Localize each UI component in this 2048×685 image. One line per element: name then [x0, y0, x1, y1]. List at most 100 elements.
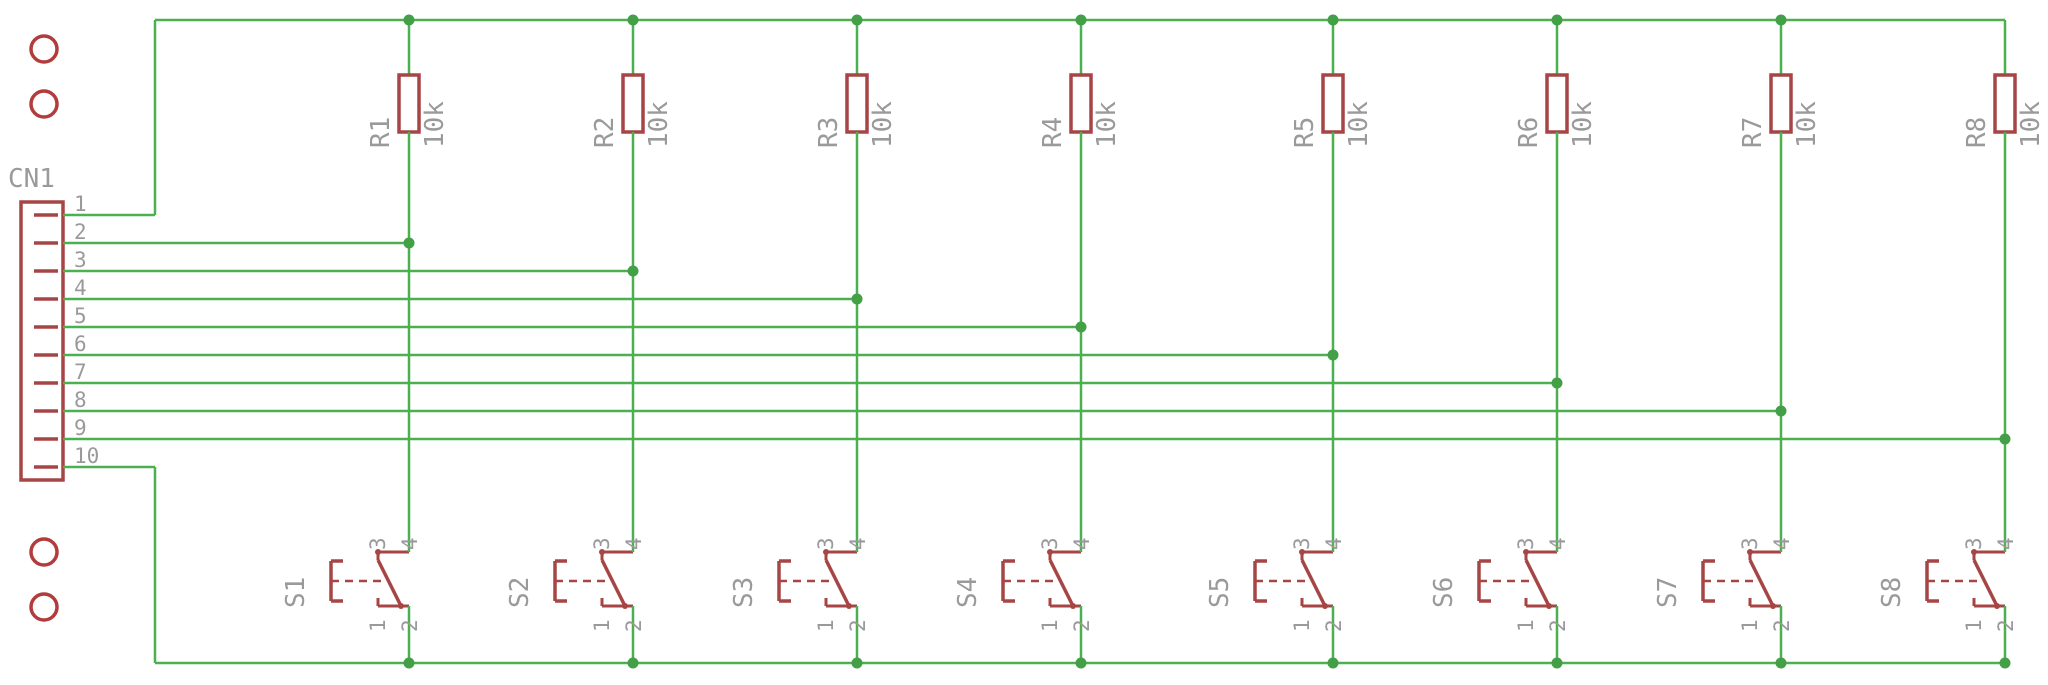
- mounting-hole-3: [29, 537, 59, 567]
- switch-pin-label: 4: [1770, 537, 1794, 550]
- switch-ref: S2: [505, 577, 535, 608]
- switch-lever: [600, 559, 627, 607]
- switch-pin-label: 4: [398, 537, 422, 550]
- junction-top: [1775, 14, 1787, 26]
- switch-ref: S8: [1877, 577, 1907, 608]
- switch-pin-label: 1: [1514, 619, 1538, 632]
- switch-pin-label: 4: [846, 537, 870, 550]
- switch-pin-label: 3: [1962, 537, 1986, 550]
- connector-pin-label: 2: [74, 220, 87, 244]
- switch-lever: [1300, 559, 1327, 607]
- resistor-body: [1769, 73, 1793, 134]
- connector-pin-label: 9: [74, 416, 87, 440]
- resistor-value: 10k: [644, 101, 674, 148]
- switch-pin-label: 4: [1070, 537, 1094, 550]
- switch-pin-label: 2: [398, 619, 422, 632]
- junction-top: [1551, 14, 1563, 26]
- connector-pin-label: 4: [74, 276, 87, 300]
- connector-body: [19, 200, 65, 482]
- junction-signal: [1327, 349, 1339, 361]
- switch-pin-label: 2: [1322, 619, 1346, 632]
- switch-ref: S5: [1205, 577, 1235, 608]
- switch-lever: [1972, 559, 1999, 607]
- resistor-body: [1545, 73, 1569, 134]
- resistor-ref: R1: [366, 117, 396, 148]
- junction-bottom: [1075, 657, 1087, 669]
- junction-signal: [1551, 377, 1563, 389]
- switch-pivot: [1047, 549, 1053, 555]
- switch-pin-label: 1: [1738, 619, 1762, 632]
- resistor-ref: R6: [1514, 117, 1544, 148]
- switch-pin-label: 4: [1994, 537, 2018, 550]
- resistor-value: 10k: [1092, 101, 1122, 148]
- switch-pin-label: 1: [1038, 619, 1062, 632]
- resistor-value: 10k: [2016, 101, 2046, 148]
- switch-pin-label: 4: [1322, 537, 1346, 550]
- mounting-hole-2: [29, 89, 59, 119]
- switch-pin-label: 1: [366, 619, 390, 632]
- switch-lever: [824, 559, 851, 607]
- resistor-r4: R4 10k: [1038, 20, 1122, 520]
- switch-pivot: [1994, 603, 2000, 609]
- junction-bottom: [403, 657, 415, 669]
- resistor-value: 10k: [1792, 101, 1822, 148]
- mounting-hole-1: [29, 34, 59, 64]
- connector-pin-label: 5: [74, 304, 87, 328]
- switch-pivot: [1299, 549, 1305, 555]
- resistor-body: [1993, 73, 2017, 134]
- switch-pin-label: 1: [1290, 619, 1314, 632]
- resistor-body: [397, 73, 421, 134]
- switch-pivot: [1747, 549, 1753, 555]
- switch-pivot: [1770, 603, 1776, 609]
- junction-bottom: [1999, 657, 2011, 669]
- switch-pivot: [375, 549, 381, 555]
- junction-signal: [1775, 405, 1787, 417]
- switch-pin-label: 1: [590, 619, 614, 632]
- resistor-value: 10k: [1344, 101, 1374, 148]
- junction-bottom: [627, 657, 639, 669]
- junction-signal: [851, 293, 863, 305]
- connector-pin-label: 8: [74, 388, 87, 412]
- junction-top: [627, 14, 639, 26]
- resistor-value: 10k: [1568, 101, 1598, 148]
- switch-pivot: [823, 549, 829, 555]
- connector-pin-label: 7: [74, 360, 87, 384]
- resistor-body: [621, 73, 645, 134]
- switch-lever: [376, 559, 403, 607]
- junction-bottom: [1775, 657, 1787, 669]
- switch-pin-label: 3: [1038, 537, 1062, 550]
- junction-top: [403, 14, 415, 26]
- switch-pivot: [622, 603, 628, 609]
- switch-pin-label: 3: [366, 537, 390, 550]
- switch-pivot: [846, 603, 852, 609]
- connector-pin-label: 10: [74, 444, 99, 468]
- switch-ref: S1: [281, 577, 311, 608]
- switch-pin-label: 3: [1514, 537, 1538, 550]
- switch-pin-label: 4: [622, 537, 646, 550]
- switch-ref: S3: [729, 577, 759, 608]
- junction-bottom: [1551, 657, 1563, 669]
- switch-pin-label: 2: [622, 619, 646, 632]
- switch-lever: [1748, 559, 1775, 607]
- connector-pin-label: 3: [74, 248, 87, 272]
- resistor-ref: R4: [1038, 117, 1068, 148]
- switch-pin-label: 3: [590, 537, 614, 550]
- resistor-body: [1069, 73, 1093, 134]
- switch-pin-label: 1: [814, 619, 838, 632]
- switch-pivot: [1070, 603, 1076, 609]
- resistor-value: 10k: [868, 101, 898, 148]
- connector-ref: CN1: [8, 164, 55, 194]
- switch-pin-label: 3: [1290, 537, 1314, 550]
- switch-pivot: [398, 603, 404, 609]
